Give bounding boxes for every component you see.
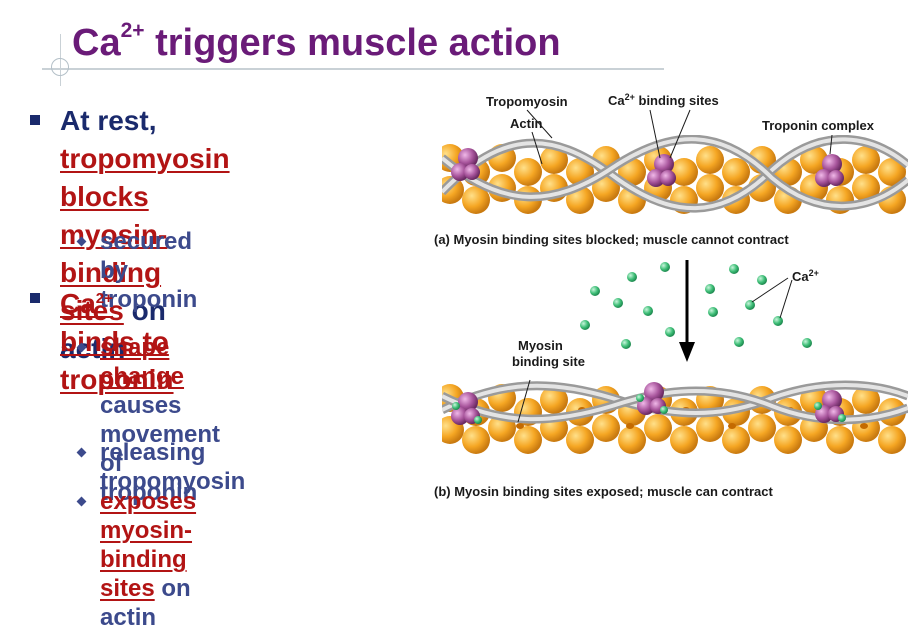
tropomyosin-highlight-a2 — [442, 137, 908, 209]
slide-title: Ca2+ triggers muscle action — [72, 19, 561, 64]
label-ca-ions: Ca2+ — [792, 268, 819, 284]
label-troponin-complex: Troponin complex — [762, 118, 874, 133]
square-bullet-icon — [30, 115, 40, 125]
down-arrow-icon — [679, 342, 695, 362]
tropomyosin-highlight-a1 — [442, 137, 908, 211]
label-actin: Actin — [510, 116, 543, 131]
bullet-ca-binds: Ca2+ binds to troponin — [30, 280, 174, 399]
square-bullet-icon — [30, 293, 40, 303]
caption-a: (a) Myosin binding sites blocked; muscle… — [434, 232, 789, 247]
sub-bullet-exposes: exposes myosin- binding sites on actin — [76, 487, 196, 632]
calcium-ions — [580, 262, 812, 349]
actin-filament-diagram: Tropomyosin Actin Ca2+ binding sites Tro… — [432, 80, 908, 520]
troponin-complex-a — [451, 148, 844, 187]
label-tropomyosin: Tropomyosin — [486, 94, 568, 109]
caption-b: (b) Myosin binding sites exposed; muscle… — [434, 484, 773, 499]
sub-bullet-shape-change: shape change causes movement of troponin — [76, 333, 220, 507]
title-crosshair-icon — [51, 58, 69, 76]
bullet-at-rest: At rest, tropomyosin blocks myosin-bindi… — [30, 102, 230, 368]
label-ca-binding-sites: Ca2+ binding sites — [608, 92, 719, 108]
bullet-line-2: blocks myosin-binding — [60, 181, 168, 288]
sub-bullet-releasing: releasing tropomyosin — [76, 438, 245, 496]
diamond-bullet-icon — [76, 447, 87, 458]
troponin-complex-b — [451, 382, 844, 425]
label-myosin-binding-site-1: Myosin — [518, 338, 563, 353]
diamond-bullet-icon — [76, 496, 87, 507]
bullet-line-1: At rest, tropomyosin — [60, 105, 230, 174]
diagram-svg — [442, 109, 908, 454]
sub-bullet-secured: secured by troponin — [76, 227, 197, 314]
title-underline — [42, 68, 664, 70]
bound-calcium-ions — [452, 394, 846, 424]
actin-filament-a — [442, 135, 908, 214]
label-myosin-binding-site-2: binding site — [512, 354, 585, 369]
actin-filament-b — [442, 380, 908, 454]
bullet-line-3: sites on actin — [60, 295, 166, 364]
